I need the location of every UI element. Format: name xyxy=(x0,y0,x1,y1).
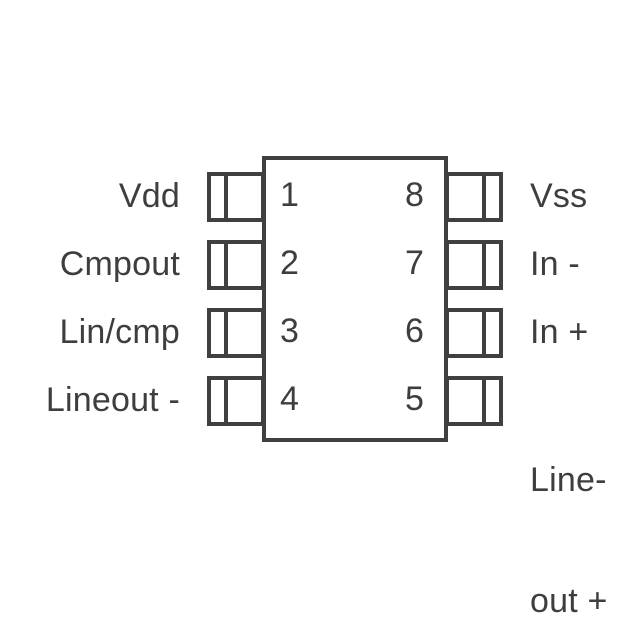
pin-label-lineout-plus: Line- out + xyxy=(530,380,608,640)
pin-4-lead xyxy=(207,376,265,426)
pin-7-lead xyxy=(445,240,503,290)
pin-8-lead xyxy=(445,172,503,222)
pin-6-lead xyxy=(445,308,503,358)
pin-2-lead xyxy=(207,240,265,290)
pin-label-lineout-plus-line2: out + xyxy=(530,581,608,620)
pin-label-cmpout: Cmpout xyxy=(59,245,180,283)
pin-number-3: 3 xyxy=(280,312,299,350)
pin-1-lead xyxy=(207,172,265,222)
pin-label-lin-cmp: Lin/cmp xyxy=(59,313,180,351)
pin-label-in-minus: In - xyxy=(530,245,580,283)
pin-label-vss: Vss xyxy=(530,177,588,215)
pin-number-5: 5 xyxy=(405,380,424,418)
pin-number-4: 4 xyxy=(280,380,299,418)
pin-number-7: 7 xyxy=(405,244,424,282)
ic-body-outline xyxy=(262,156,448,442)
pin-5-lead xyxy=(445,376,503,426)
pin-label-lineout-minus: Lineout - xyxy=(45,381,180,419)
pin-3-lead xyxy=(207,308,265,358)
pin-number-2: 2 xyxy=(280,244,299,282)
pin-number-6: 6 xyxy=(405,312,424,350)
pin-label-in-plus: In + xyxy=(530,313,589,351)
pin-number-1: 1 xyxy=(280,176,299,214)
pin-label-vdd: Vdd xyxy=(118,177,180,215)
pin-label-lineout-plus-line1: Line- xyxy=(530,461,607,500)
pin-number-8: 8 xyxy=(405,176,424,214)
